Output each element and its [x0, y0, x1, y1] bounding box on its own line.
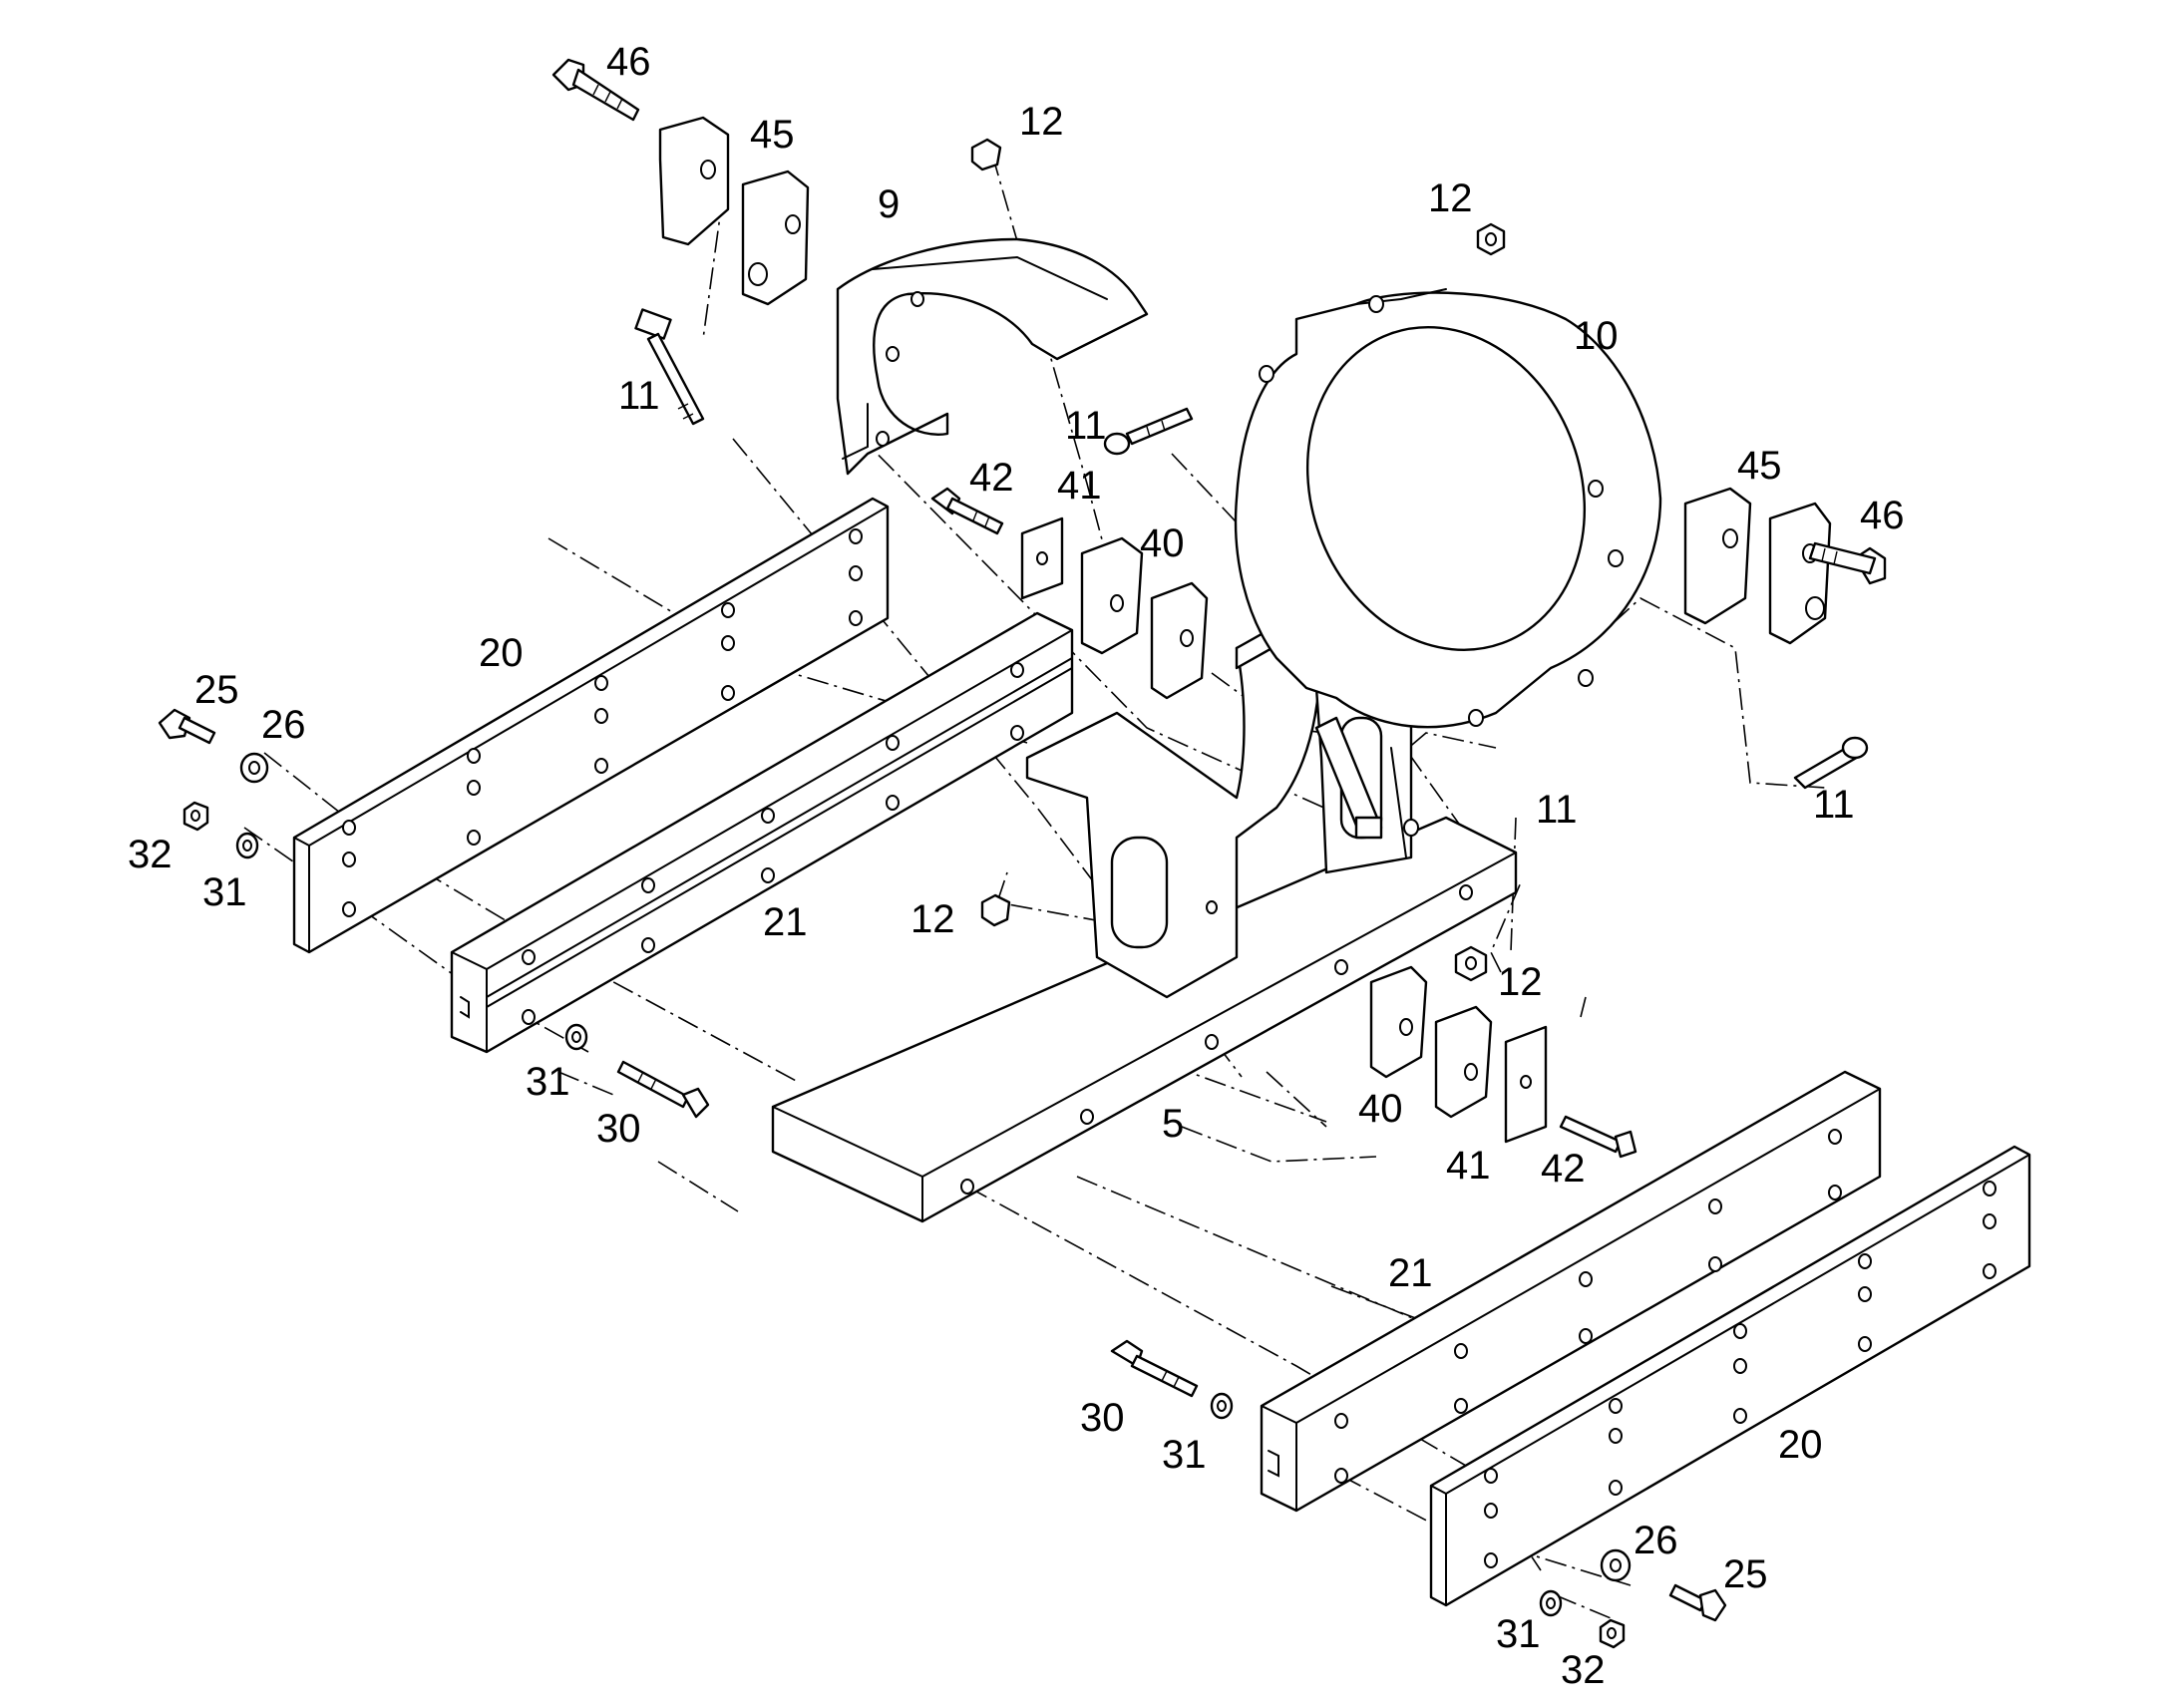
callout-12-mid-left: 12	[910, 897, 955, 941]
callout-25-lower: 25	[1723, 1552, 1768, 1596]
callout-labels: 46 45 12 9 11 12 10 11 42 41 40 45 46 20…	[128, 40, 1905, 1692]
callout-46-right: 46	[1860, 494, 1905, 537]
shim-41-lower	[1504, 1025, 1548, 1144]
callout-31-lower: 31	[1162, 1433, 1207, 1477]
callout-11-right: 11	[1813, 783, 1855, 827]
callout-31-mid: 31	[526, 1060, 570, 1104]
clamp-block-40-upper	[1080, 536, 1209, 700]
callout-41-upper: 41	[1057, 464, 1102, 508]
washer-31-bottom	[1539, 1589, 1563, 1617]
nut-12-mid-right	[1454, 945, 1488, 982]
callout-46-top: 46	[606, 40, 651, 84]
callout-32-bottom: 32	[1561, 1648, 1606, 1692]
callout-26-lower: 26	[1634, 1519, 1678, 1562]
bolt-11-upper-left	[634, 308, 705, 426]
callout-9: 9	[878, 182, 900, 226]
bearing-cap-9	[836, 237, 1149, 476]
clamp-block-45-top	[658, 116, 810, 306]
callout-11-upper-left: 11	[618, 374, 660, 418]
callout-32-upper: 32	[128, 833, 173, 876]
bearing-ring-10	[1234, 288, 1662, 837]
side-plate-20-upper	[292, 497, 890, 954]
callout-41-lower: 41	[1446, 1144, 1491, 1188]
callout-10: 10	[1574, 314, 1619, 358]
callout-26-upper: 26	[261, 703, 306, 747]
callout-45-right: 45	[1737, 444, 1782, 488]
bolt-42-lower	[1559, 1115, 1637, 1159]
base-plate-5	[771, 816, 1518, 1223]
nut-32-upper	[182, 801, 209, 832]
bolt-46-right	[1808, 541, 1887, 585]
shim-41-upper	[1020, 516, 1064, 600]
rail-21-lower	[1260, 1070, 1882, 1513]
callout-12-mid-right: 12	[1498, 960, 1543, 1004]
bolt-46-top	[551, 58, 640, 122]
callout-21-upper: 21	[763, 900, 808, 944]
washer-26-upper	[239, 752, 269, 784]
callout-5: 5	[1162, 1102, 1184, 1146]
washer-26-lower	[1600, 1548, 1632, 1582]
nut-12-top	[970, 138, 1002, 171]
washer-31-upper	[235, 832, 259, 859]
callout-20-upper: 20	[479, 631, 524, 675]
rail-21-upper	[450, 611, 1074, 1054]
callout-25-upper: 25	[194, 668, 239, 712]
callout-11-mid: 11	[1536, 788, 1578, 832]
callout-45-top: 45	[750, 113, 795, 157]
bolt-25-lower	[1668, 1583, 1727, 1622]
callout-30-mid: 30	[596, 1107, 641, 1151]
washer-31-mid	[564, 1023, 588, 1051]
callout-11-center: 11	[1065, 404, 1107, 448]
nut-32-bottom	[1599, 1618, 1626, 1649]
callout-42-lower: 42	[1541, 1147, 1586, 1191]
bolt-11-mid	[1314, 716, 1383, 840]
callout-31-bottom: 31	[1496, 1612, 1541, 1656]
callout-30-lower: 30	[1080, 1396, 1125, 1440]
callout-20-lower: 20	[1778, 1423, 1823, 1467]
callout-40-lower: 40	[1358, 1087, 1403, 1131]
clamp-block-45-right	[1683, 487, 1832, 645]
callout-12-top: 12	[1019, 100, 1064, 144]
bolt-42-upper	[930, 487, 1004, 535]
nut-12-mid-left	[980, 893, 1011, 927]
side-plate-20-lower	[1429, 1145, 2031, 1607]
clamp-block-40-lower	[1369, 965, 1493, 1119]
bolt-30-mid	[616, 1060, 710, 1119]
callout-40-upper: 40	[1140, 521, 1185, 565]
callout-21-lower: 21	[1388, 1251, 1433, 1295]
bolt-25-upper	[158, 708, 216, 745]
washer-31-lower	[1210, 1392, 1234, 1420]
callout-42-upper: 42	[969, 456, 1014, 500]
bolt-30-lower	[1110, 1339, 1199, 1398]
nut-12-upper-right	[1476, 222, 1506, 256]
bolt-11-center	[1103, 407, 1194, 456]
bolt-11-right	[1793, 736, 1869, 790]
callout-31-upper: 31	[202, 870, 247, 914]
callout-12-upper-right: 12	[1428, 176, 1473, 220]
